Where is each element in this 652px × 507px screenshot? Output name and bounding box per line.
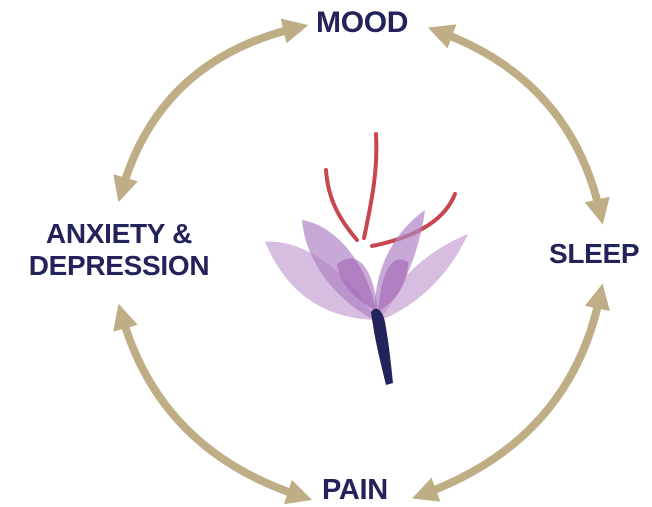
node-mood: MOOD	[316, 6, 408, 41]
node-sleep: SLEEP	[549, 238, 639, 270]
node-anxiety-line2: DEPRESSION	[10, 250, 228, 282]
saffron-flower-icon	[265, 134, 468, 385]
node-pain: PAIN	[322, 474, 388, 507]
arrow-mood-sleep	[440, 32, 600, 212]
arrow-sleep-pain	[424, 296, 600, 494]
arrow-anxiety-pain	[122, 316, 300, 496]
node-anxiety-line1: ANXIETY &	[10, 218, 228, 250]
node-anxiety-depression: ANXIETY & DEPRESSION	[10, 218, 228, 282]
arrow-mood-anxiety	[122, 28, 296, 190]
